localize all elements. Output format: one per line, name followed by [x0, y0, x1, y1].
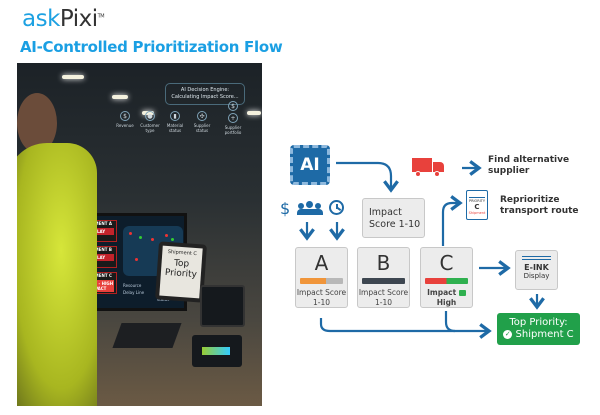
- impact-bar-c: [425, 278, 468, 284]
- dashboard-tablet: [200, 285, 245, 327]
- top-priority-result: Top Priority: ✓ Shipment C: [497, 313, 580, 345]
- chart-tablet: [192, 335, 242, 367]
- factor-customer: ●Customer type: [140, 111, 160, 133]
- impact-score-box: Impact Score 1-10: [362, 198, 425, 238]
- ai-chip-icon: AI: [290, 145, 330, 185]
- truck-icon: [412, 156, 448, 180]
- arrow-c-merge: [444, 311, 456, 333]
- impact-bar-a: [300, 278, 343, 284]
- arrow-a-to-result: [319, 318, 492, 339]
- shipment-a-box: A Impact Score 1-10: [295, 247, 348, 308]
- factor-material: ▮Material status: [166, 111, 184, 133]
- ai-engine-overlay: AI Decision Engine:Calculating Impact Sc…: [165, 83, 245, 105]
- dollar-icon: $: [280, 199, 291, 218]
- worker: [17, 143, 97, 406]
- impact-bar-b: [362, 278, 405, 284]
- factor-supplier: ✣Supplier status: [193, 111, 211, 133]
- page-title: AI-Controlled Prioritization Flow: [20, 38, 283, 56]
- arrow-ai-to-impact: [336, 161, 399, 193]
- people-icon: [297, 201, 323, 215]
- brand-logo: askPixiTM: [22, 6, 105, 32]
- shipment-b-box: B Impact Score 1-10: [357, 247, 410, 308]
- check-icon: ✓: [503, 329, 513, 339]
- factor-portfolio: $+Supplier portfolio: [224, 101, 242, 135]
- warehouse-photo: AI Decision Engine:Calculating Impact Sc…: [17, 63, 262, 406]
- eink-display-box: E-INK Display: [515, 250, 558, 290]
- action-reprioritize-route: Reprioritize transport route: [500, 195, 579, 216]
- shipment-c-box: C Impact High: [420, 247, 473, 308]
- arrow-c-to-route: [441, 195, 463, 246]
- high-badge-icon: [458, 290, 466, 296]
- action-find-supplier: Find alternative supplier: [488, 155, 570, 176]
- factor-revenue: $Revenue: [116, 111, 134, 128]
- clock-icon: [329, 200, 344, 215]
